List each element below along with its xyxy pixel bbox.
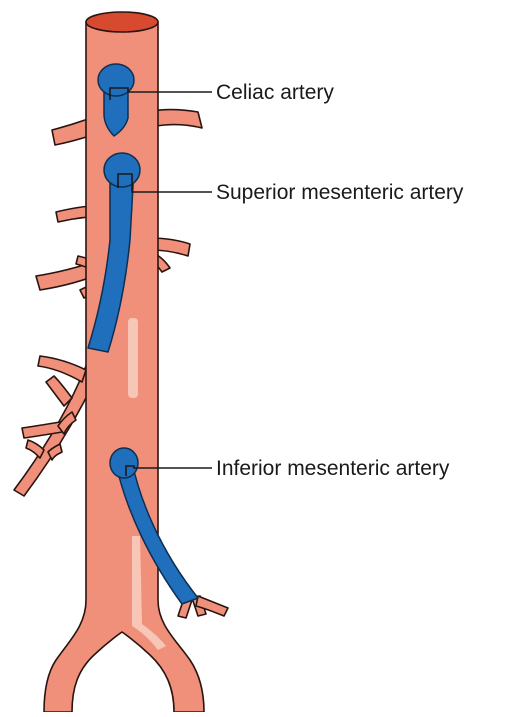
- sma-twig-2: [46, 376, 72, 406]
- aorta-highlight-upper: [128, 318, 138, 398]
- celiac-artery-label: Celiac artery: [216, 81, 334, 104]
- superior-mesenteric-origin: [104, 153, 140, 187]
- sma-twig-1: [38, 356, 86, 382]
- inferior-mesenteric-origin: [110, 448, 138, 478]
- aorta-top-opening: [86, 12, 158, 32]
- inferior-mesenteric-label: Inferior mesenteric artery: [216, 457, 450, 480]
- sma-twig-5: [26, 440, 44, 458]
- superior-leader-line: [118, 174, 212, 192]
- superior-mesenteric-label: Superior mesenteric artery: [216, 181, 464, 204]
